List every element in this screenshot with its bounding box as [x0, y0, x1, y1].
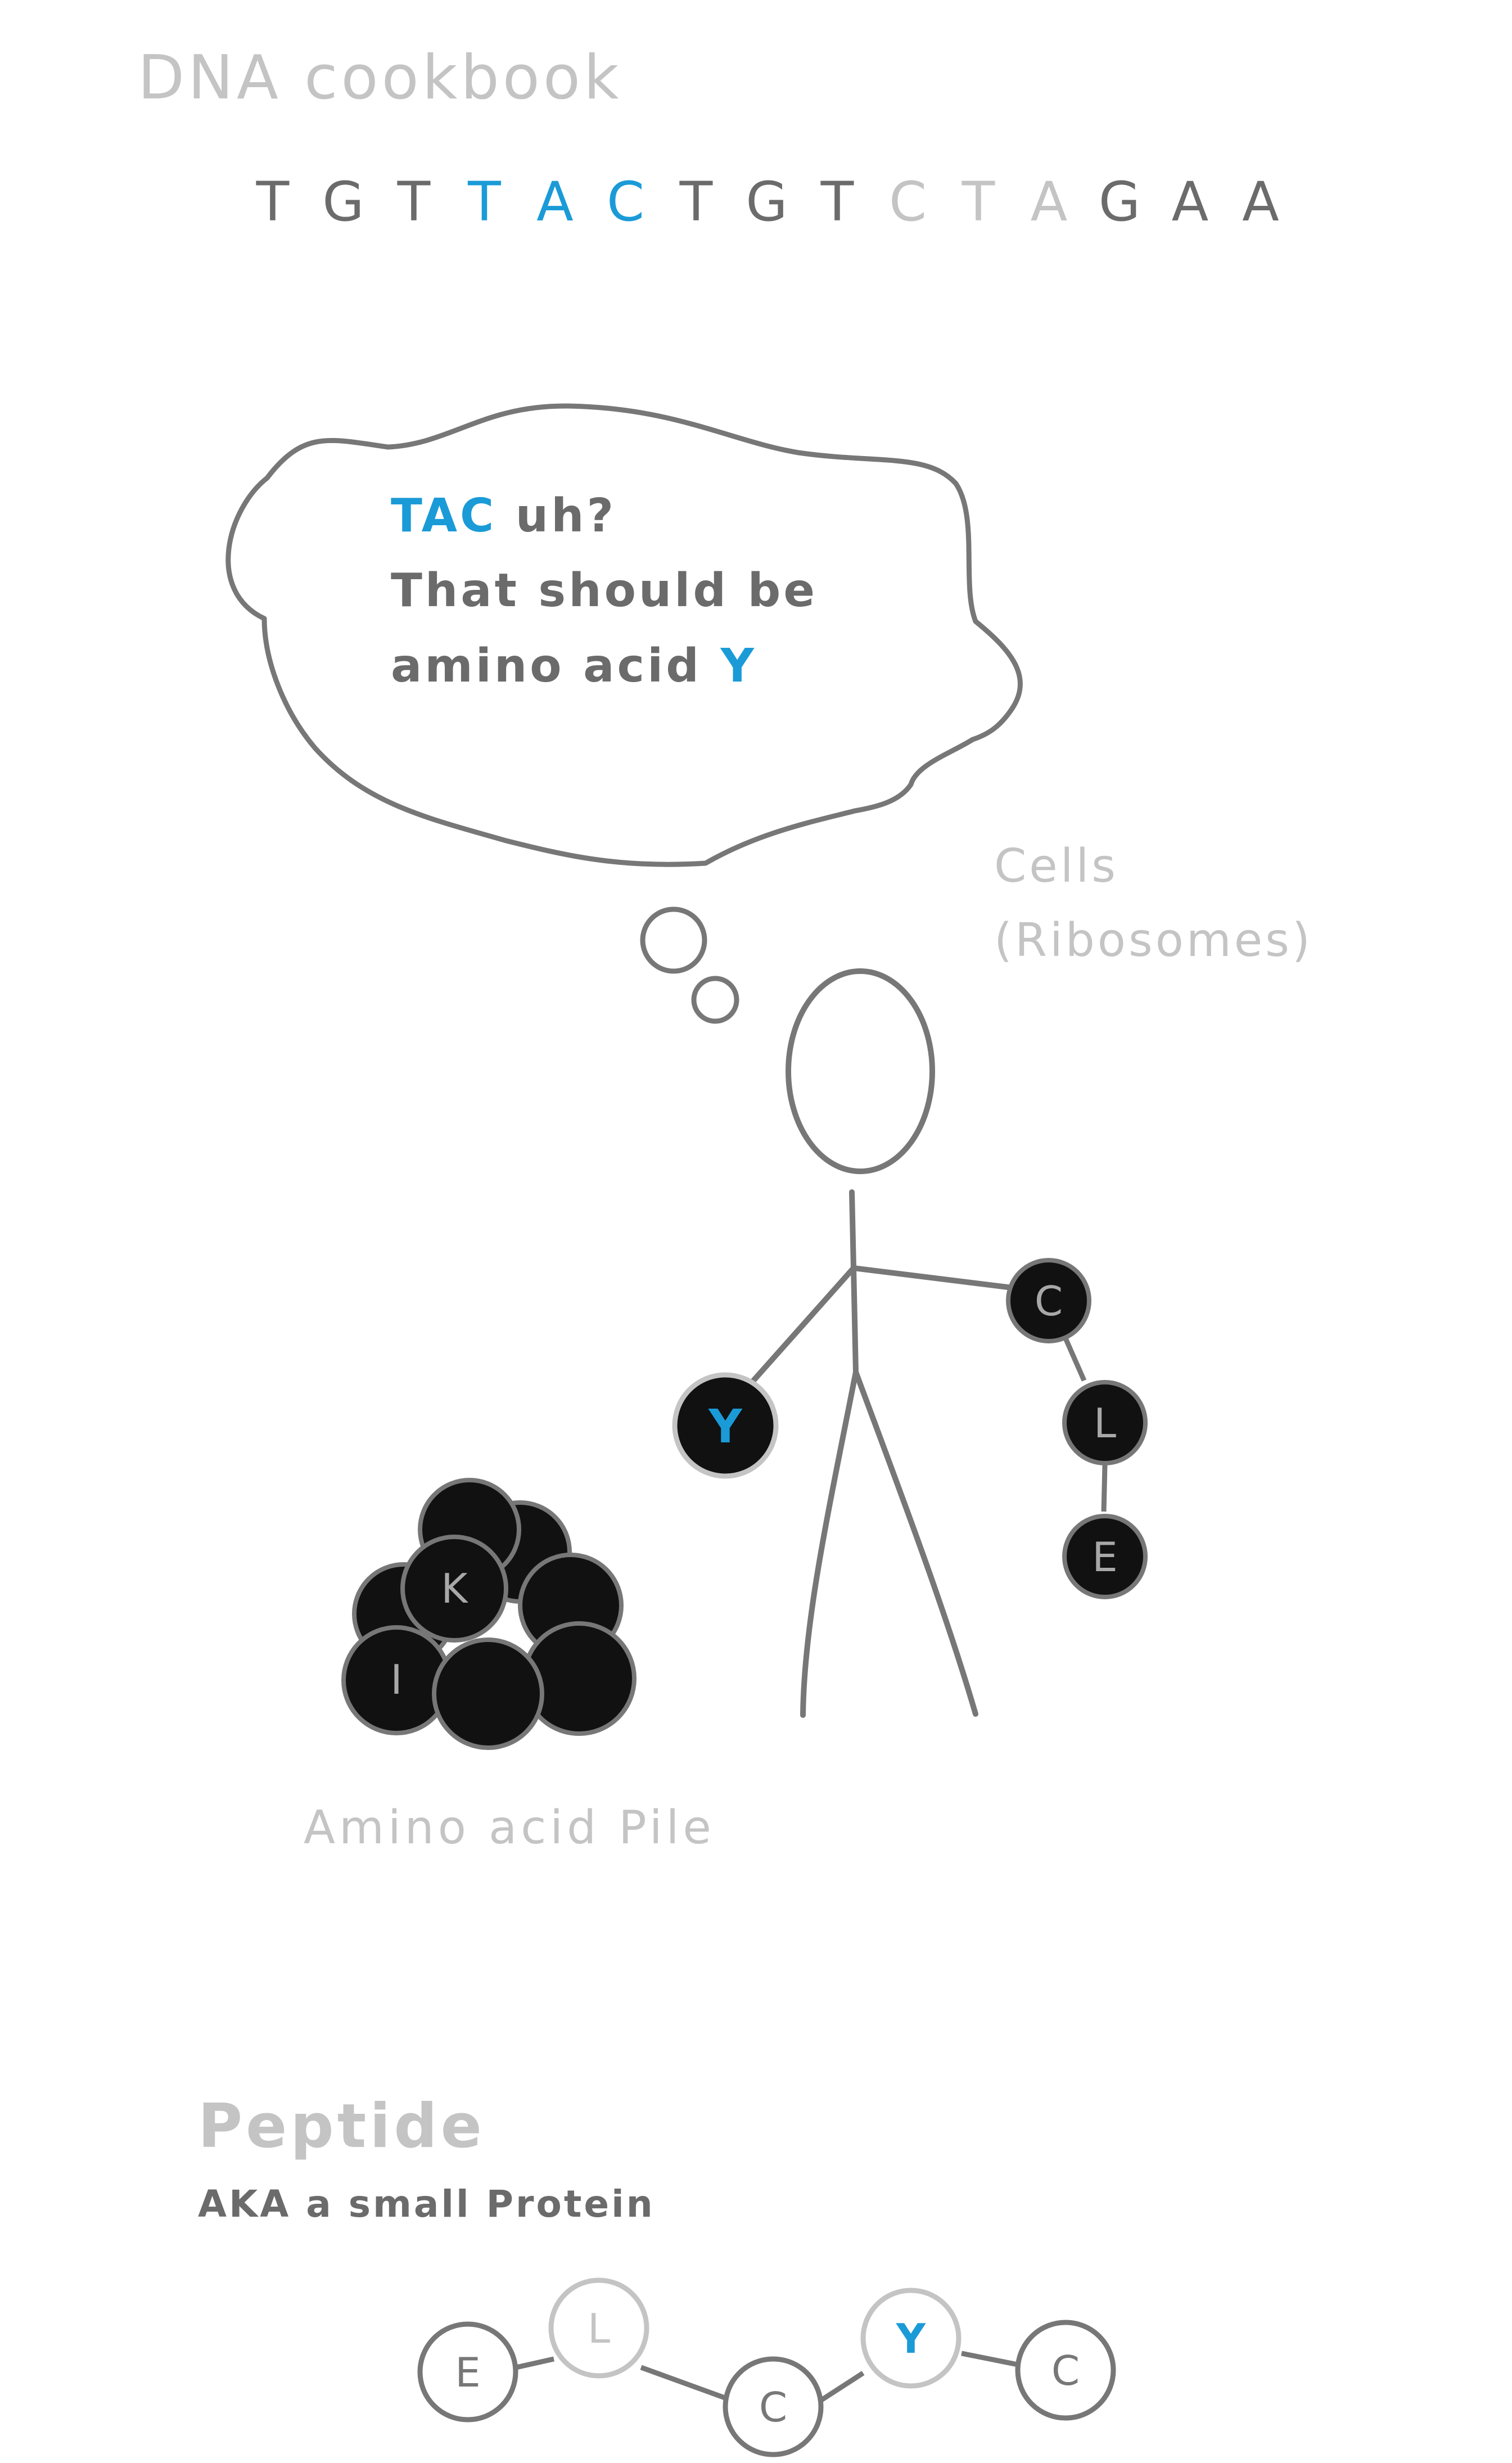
dna-base: T: [397, 170, 431, 233]
figure-body: [849, 1189, 859, 1375]
thought-codon: TAC: [391, 489, 497, 543]
thought-line-2: That should be: [391, 564, 818, 617]
dna-base: A: [1242, 170, 1279, 233]
thought-bubble: [225, 403, 1023, 867]
dna-base: A: [536, 170, 574, 233]
dna-base: G: [746, 170, 787, 233]
svg-text:E: E: [455, 2349, 481, 2396]
thought-line-1: TAC uh?: [391, 489, 616, 543]
held-amino-bead: [672, 1372, 779, 1479]
dna-base: A: [1172, 170, 1209, 233]
thought-dot-small: [691, 976, 739, 1024]
ribosome-stick-figure: [751, 968, 1015, 1718]
hand-amino-chain: C L E: [1006, 1258, 1148, 1599]
dna-base: C: [607, 170, 644, 233]
hand-chain-bead: E: [1062, 1514, 1148, 1599]
peptide-chain-links: [516, 2351, 1018, 2406]
figure-left-leg: [800, 1369, 859, 1718]
dna-base: T: [820, 170, 854, 233]
ribosome-label-line-2: (Ribosomes): [994, 914, 1313, 967]
dna-base: T: [467, 170, 501, 233]
peptide-bead: C: [1015, 2320, 1116, 2421]
held-amino-label: Y: [708, 1400, 743, 1454]
peptide-bead: E: [417, 2321, 518, 2423]
pile-bead: [400, 1535, 508, 1643]
figure-left-arm: [751, 1265, 856, 1383]
dna-base: T: [256, 170, 290, 233]
pile-label-k: K: [441, 1565, 468, 1612]
peptide-bead: L: [548, 2277, 649, 2379]
svg-text:L: L: [588, 2305, 610, 2352]
dna-base: C: [889, 170, 927, 233]
figure-head: [786, 968, 935, 1174]
hand-chain-links: [1063, 1337, 1108, 1512]
amino-acid-pile: [341, 1478, 637, 1750]
diagram-title: DNA cookbook: [138, 43, 622, 113]
svg-text:E: E: [1092, 1533, 1118, 1581]
pile-caption: Amino acid Pile: [304, 1801, 715, 1855]
figure-right-leg: [853, 1369, 978, 1717]
peptide-bead: Y: [860, 2288, 962, 2389]
pile-bead: [432, 1638, 544, 1750]
peptide-title: Peptide: [198, 2091, 485, 2162]
svg-text:L: L: [1094, 1400, 1116, 1447]
dna-base: T: [679, 170, 713, 233]
ribosome-label-line-1: Cells: [994, 840, 1118, 893]
peptide-bead: C: [723, 2356, 824, 2457]
peptide-subtitle: AKA a small Protein: [198, 2182, 655, 2226]
pile-label-i: I: [390, 1656, 402, 1703]
svg-text:C: C: [759, 2384, 787, 2431]
thought-amino: Y: [720, 639, 756, 693]
dna-base: G: [1099, 170, 1140, 233]
hand-chain-bead: C: [1006, 1258, 1091, 1343]
peptide-chain: E L C Y C: [417, 2277, 1116, 2457]
svg-text:C: C: [1035, 1278, 1063, 1325]
dna-base: A: [1031, 170, 1068, 233]
thought-line-3: amino acid Y: [391, 639, 757, 693]
hand-chain-bead: L: [1062, 1380, 1148, 1465]
thought-dot-large: [640, 906, 707, 974]
figure-right-arm: [851, 1265, 1015, 1291]
dna-base: T: [962, 170, 995, 233]
svg-text:C: C: [1051, 2347, 1080, 2394]
dna-base: G: [322, 170, 364, 233]
svg-text:Y: Y: [896, 2315, 926, 2362]
